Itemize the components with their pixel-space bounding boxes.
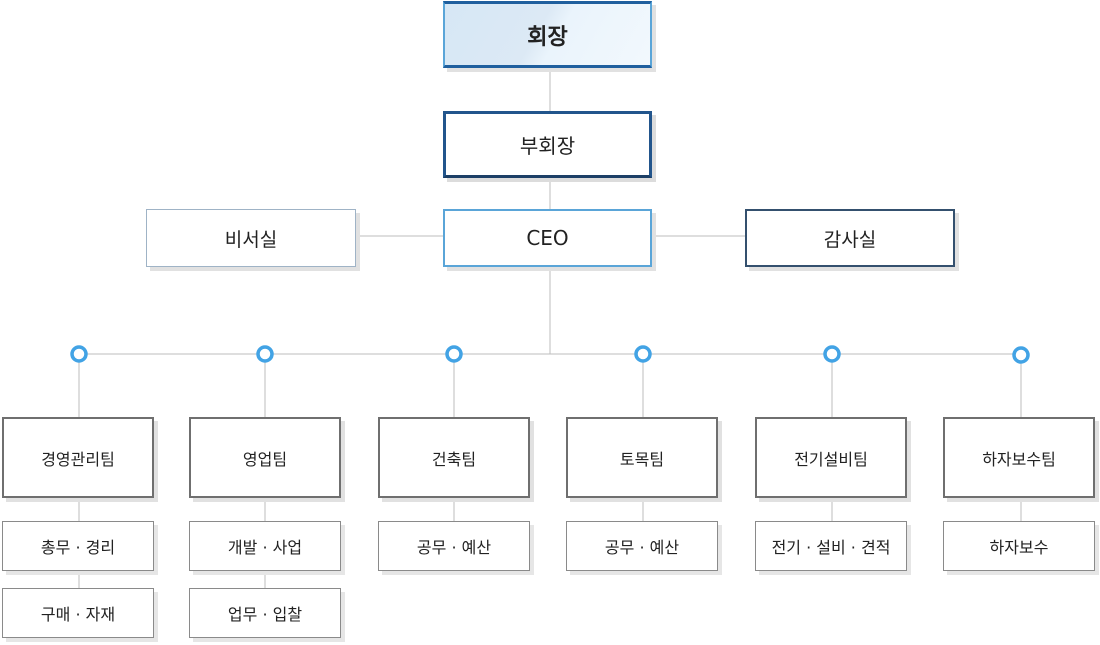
sub-unit-box: 개발 · 사업 xyxy=(189,521,341,571)
audit-office-label: 감사실 xyxy=(823,228,877,251)
node-marker-2 xyxy=(256,345,274,363)
team-box-management: 경영관리팀 xyxy=(2,417,154,498)
team-box-sales: 영업팀 xyxy=(189,417,341,498)
sub-unit-label: 개발 · 사업 xyxy=(227,538,303,557)
sub-unit-label: 총무 · 경리 xyxy=(40,538,116,557)
chairman-box: 회장 xyxy=(443,1,652,68)
ceo-box: CEO xyxy=(443,209,652,267)
sub-unit-box: 공무 · 예산 xyxy=(378,521,530,571)
team-label: 하자보수팀 xyxy=(982,449,1056,469)
audit-office-box: 감사실 xyxy=(745,209,955,267)
sub-unit-label: 공무 · 예산 xyxy=(604,538,680,557)
vice-chairman-label: 부회장 xyxy=(519,134,576,158)
node-marker-6 xyxy=(1012,346,1030,364)
secretary-office-label: 비서실 xyxy=(224,228,278,251)
sub-unit-box: 업무 · 입찰 xyxy=(189,588,341,638)
sub-unit-box: 하자보수 xyxy=(943,521,1095,571)
team-label: 전기설비팀 xyxy=(794,449,868,469)
node-marker-5 xyxy=(823,345,841,363)
team-box-civil: 토목팀 xyxy=(566,417,718,498)
chairman-label: 회장 xyxy=(527,24,568,50)
secretary-office-box: 비서실 xyxy=(146,209,356,267)
sub-unit-label: 하자보수 xyxy=(989,538,1049,557)
team-box-architecture: 건축팀 xyxy=(378,417,530,498)
sub-unit-box: 총무 · 경리 xyxy=(2,521,154,571)
vice-chairman-box: 부회장 xyxy=(443,111,652,178)
node-marker-3 xyxy=(445,345,463,363)
node-marker-4 xyxy=(634,345,652,363)
team-label: 영업팀 xyxy=(242,449,288,469)
team-label: 토목팀 xyxy=(619,449,665,469)
team-label: 건축팀 xyxy=(431,449,477,469)
sub-unit-box: 구매 · 자재 xyxy=(2,588,154,638)
ceo-label: CEO xyxy=(526,226,569,250)
sub-unit-box: 공무 · 예산 xyxy=(566,521,718,571)
sub-unit-label: 공무 · 예산 xyxy=(416,538,492,557)
sub-unit-label: 구매 · 자재 xyxy=(40,605,116,624)
sub-unit-label: 업무 · 입찰 xyxy=(227,605,303,624)
sub-unit-box: 전기 · 설비 · 견적 xyxy=(755,521,907,571)
team-box-electrical: 전기설비팀 xyxy=(755,417,907,498)
team-box-repair: 하자보수팀 xyxy=(943,417,1095,498)
node-marker-1 xyxy=(70,345,88,363)
sub-unit-label: 전기 · 설비 · 견적 xyxy=(771,538,891,557)
team-label: 경영관리팀 xyxy=(41,449,115,469)
